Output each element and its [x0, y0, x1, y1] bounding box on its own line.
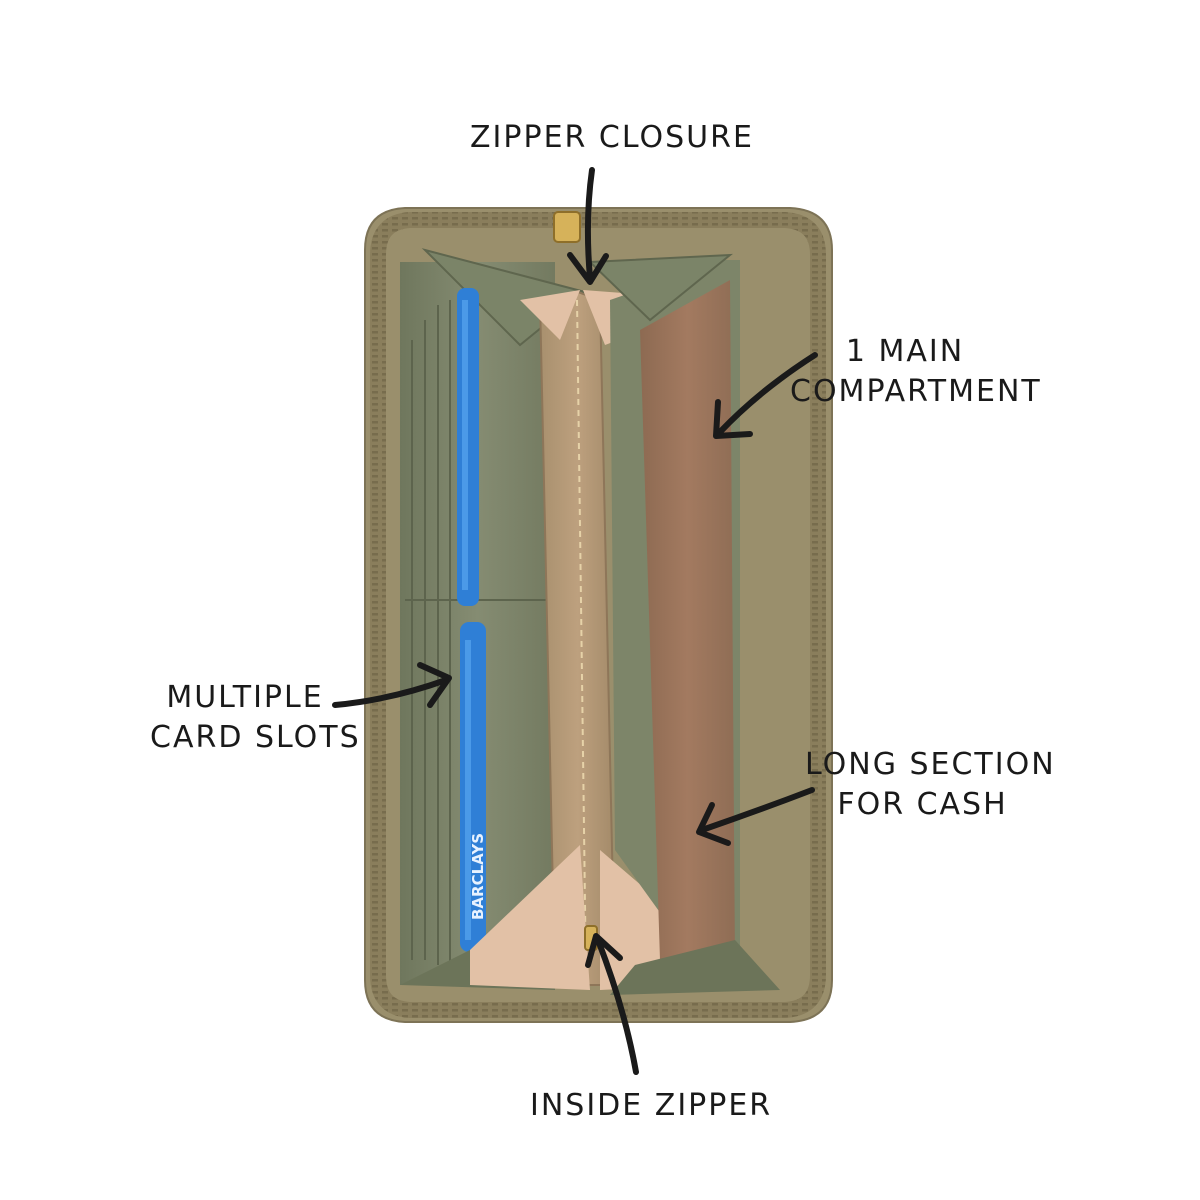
cash-compartment — [587, 253, 780, 995]
arrow-inside-zipper — [585, 933, 639, 1075]
arrow-main-compartment — [713, 352, 818, 439]
label-main-compartment: 1 MAIN COMPARTMENT — [790, 332, 1042, 412]
label-long-section-line2: FOR CASH — [837, 787, 1008, 822]
label-main-compartment-line2: COMPARTMENT — [790, 374, 1042, 409]
label-inside-zipper-text: INSIDE ZIPPER — [530, 1088, 773, 1123]
center-divider — [470, 211, 705, 990]
card-slot-panel: BARCLAYS — [400, 248, 588, 990]
annotation-arrows — [332, 167, 818, 1075]
arrow-card-slots — [332, 662, 452, 708]
label-card-slots-line2: CARD SLOTS — [150, 720, 361, 755]
label-card-slots: MULTIPLE CARD SLOTS — [150, 678, 361, 758]
arrow-long-section — [696, 787, 815, 846]
label-card-slots-line1: MULTIPLE — [166, 680, 324, 715]
label-long-section-line1: LONG SECTION — [805, 747, 1056, 782]
arrow-zipper-closure — [567, 167, 609, 285]
top-zipper-pull — [553, 211, 581, 243]
label-inside-zipper: INSIDE ZIPPER — [530, 1086, 773, 1126]
label-long-section: LONG SECTION FOR CASH — [805, 745, 1056, 825]
bank-card-upper — [457, 288, 479, 606]
card-bank-name: BARCLAYS — [469, 833, 487, 920]
label-zipper-closure-text: ZIPPER CLOSURE — [470, 120, 754, 155]
bank-card-lower: BARCLAYS — [460, 622, 487, 952]
label-zipper-closure: ZIPPER CLOSURE — [470, 118, 754, 158]
label-main-compartment-line1: 1 MAIN — [845, 334, 965, 369]
